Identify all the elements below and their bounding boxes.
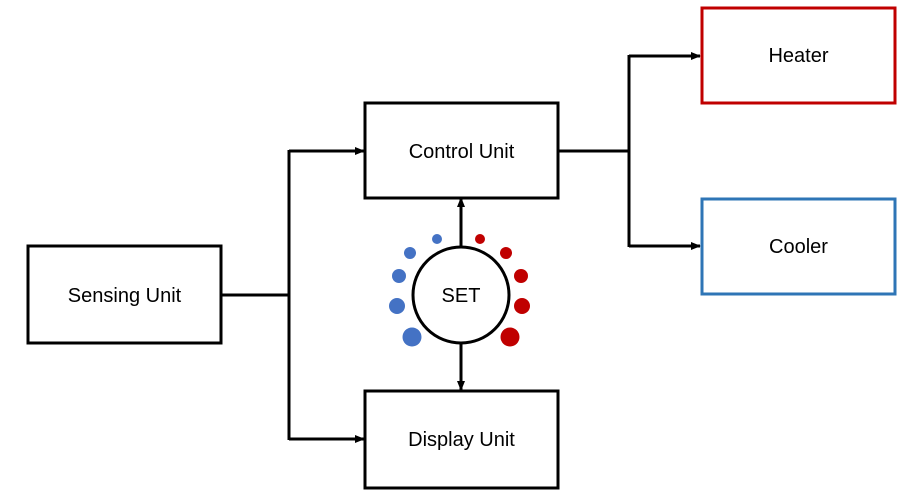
heater-block: Heater [700,6,897,105]
warm-dot-2 [500,247,512,259]
display-unit-label: Display Unit [408,429,515,451]
warm-dot-5 [500,327,520,347]
cool-dot-1 [432,234,442,244]
sensing-unit-block: Sensing Unit [26,244,223,345]
cooler-block: Cooler [700,197,897,296]
heater-label: Heater [768,45,828,67]
sensing-unit-label: Sensing Unit [68,285,182,307]
warm-indicator-dots [475,234,530,347]
control-unit-block: Control Unit [363,101,560,200]
set-knob-label: SET [442,285,481,307]
connectors [221,52,701,443]
control-unit-label: Control Unit [409,141,515,163]
warm-dot-4 [514,298,530,314]
cool-dot-4 [389,298,405,314]
cool-dot-2 [404,247,416,259]
cool-dot-5 [402,327,422,347]
cooler-label: Cooler [769,236,828,258]
set-knob[interactable]: SET [411,245,511,345]
cool-indicator-dots [389,234,442,347]
cool-dot-3 [392,269,406,283]
display-unit-block: Display Unit [363,389,560,490]
warm-dot-1 [475,234,485,244]
warm-dot-3 [514,269,528,283]
set-knob-circle[interactable] [411,245,511,345]
